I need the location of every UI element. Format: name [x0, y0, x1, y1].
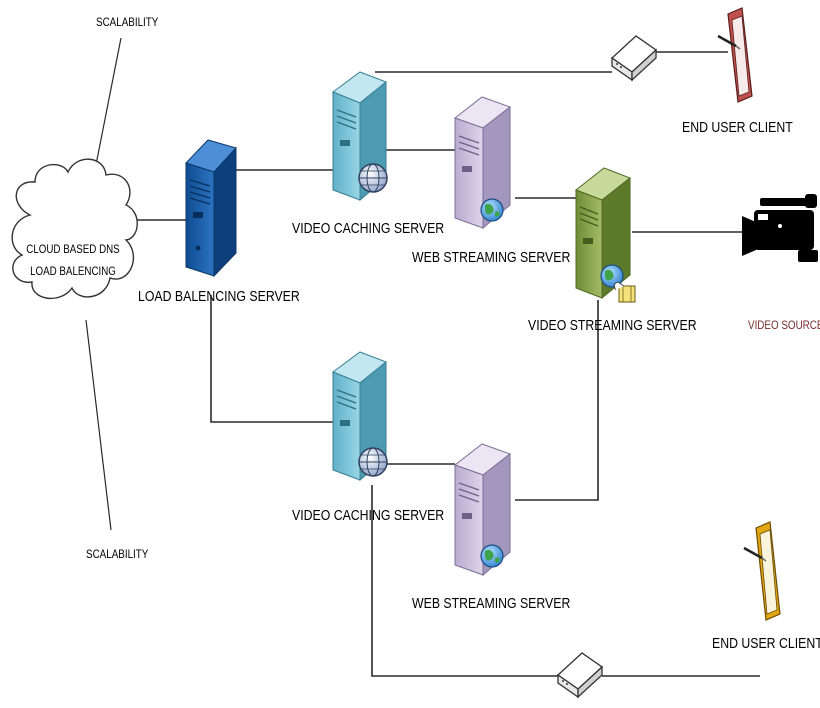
- globe-icon: [359, 164, 387, 192]
- film-reel-icon: [614, 282, 635, 302]
- scalability-label-bottom: SCALABILITY: [86, 547, 148, 561]
- web-streaming-server-bottom-label: WEB STREAMING SERVER: [412, 595, 570, 612]
- tablet-icon: [718, 8, 752, 102]
- video-streaming-server-label: VIDEO STREAMING SERVER: [528, 317, 697, 334]
- tablet-icon: [744, 522, 780, 620]
- end-user-client-bottom-label: END USER CLIENT: [712, 635, 820, 652]
- globe-icon: [481, 545, 503, 567]
- cloud-label-line1: CLOUD BASED DNS: [26, 239, 120, 261]
- video-caching-server-bottom-label: VIDEO CACHING SERVER: [292, 507, 444, 524]
- connection-lines: [86, 38, 760, 676]
- video-camera-icon: [742, 194, 818, 262]
- cloud-label-line2: LOAD BALENCING: [26, 261, 120, 283]
- end-user-client-top-label: END USER CLIENT: [682, 119, 793, 136]
- router-icon: [558, 653, 602, 697]
- load-balancing-server-icon: [186, 140, 236, 276]
- video-source-label: VIDEO SOURCE: [748, 318, 820, 332]
- router-icon: [612, 36, 656, 80]
- globe-icon: [359, 448, 387, 476]
- web-streaming-server-top-label: WEB STREAMING SERVER: [412, 249, 570, 266]
- load-balancing-server-label: LOAD BALENCING SERVER: [138, 288, 300, 305]
- globe-icon: [481, 199, 503, 221]
- scalability-label-top: SCALABILITY: [96, 15, 158, 29]
- cloud-label: CLOUD BASED DNS LOAD BALENCING: [26, 239, 120, 283]
- video-caching-server-top-label: VIDEO CACHING SERVER: [292, 220, 444, 237]
